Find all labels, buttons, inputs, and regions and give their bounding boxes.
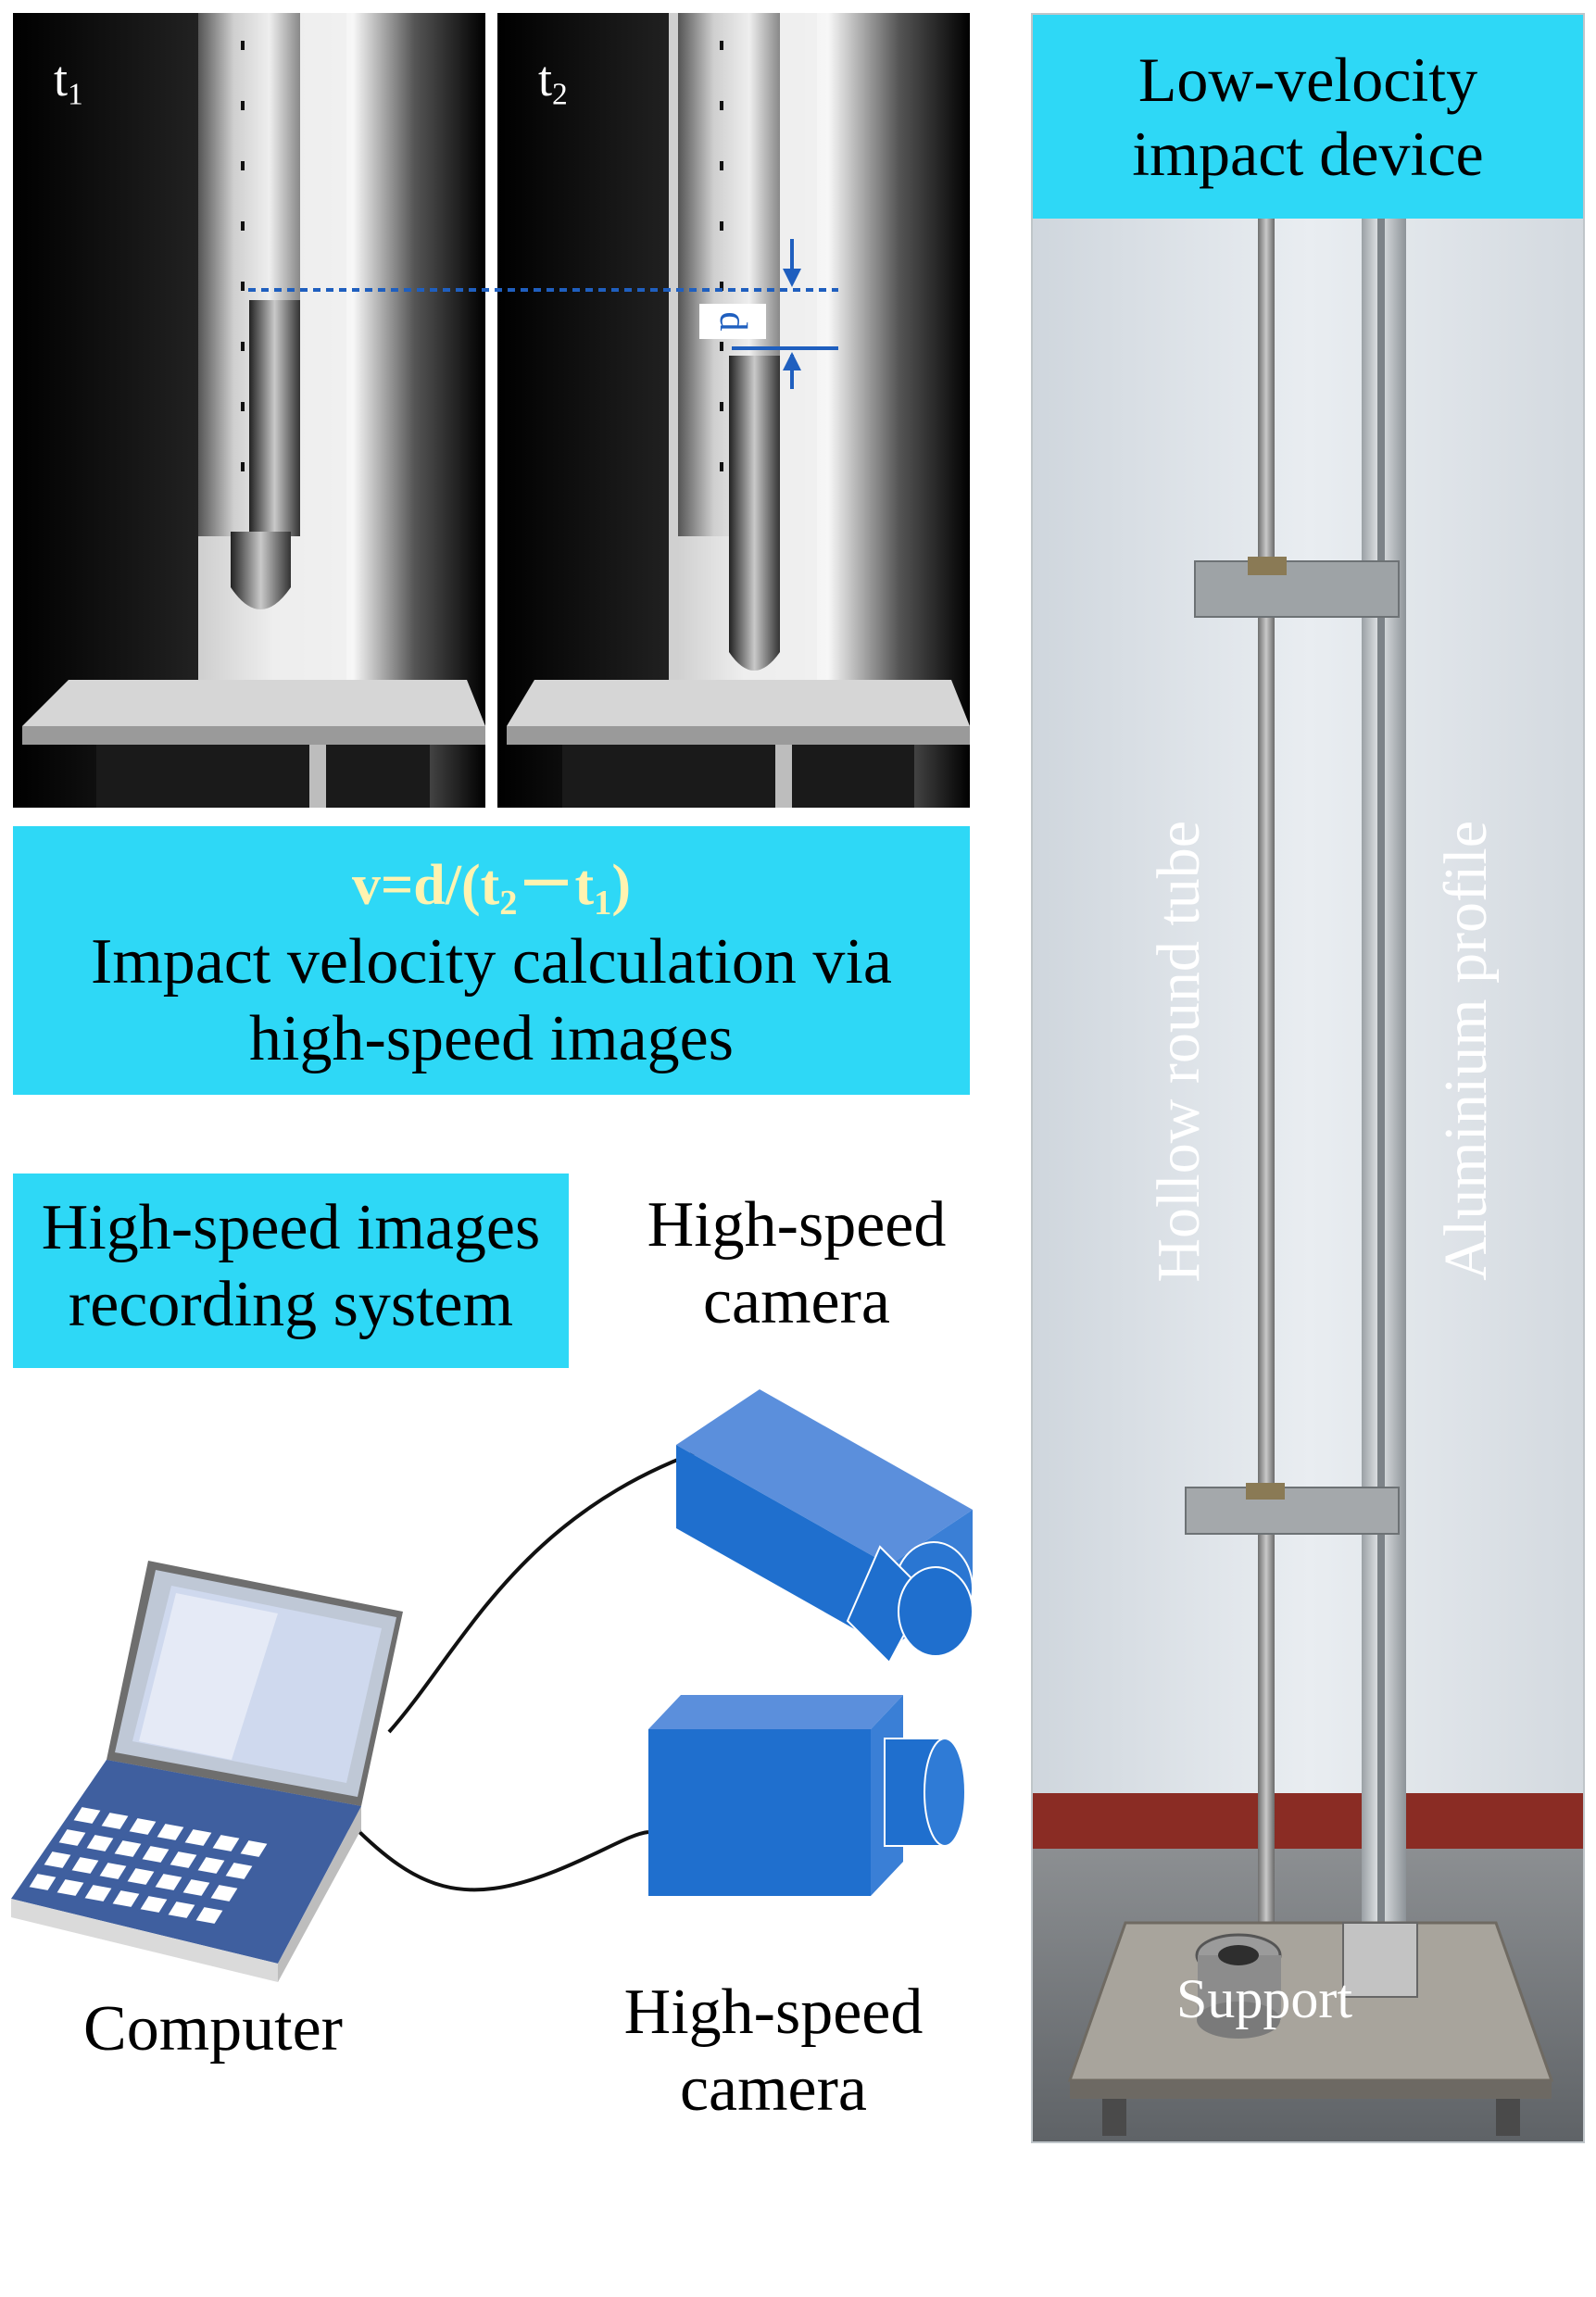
- camera-bottom-label: High-speed camera: [579, 1975, 968, 2128]
- frame-t1-label-sub: 1: [68, 77, 83, 112]
- lower-arrow-head: [783, 352, 801, 370]
- camera-top-label-line-2: camera: [702, 1265, 891, 1337]
- frame-t2-label: t2: [538, 50, 568, 112]
- formula-sub-2: 2: [499, 883, 518, 923]
- formula-sub-1: 1: [594, 883, 612, 923]
- upper-arrow-head: [783, 269, 801, 287]
- distance-label: d: [711, 312, 754, 332]
- velocity-caption-line-2: high-speed images: [249, 1002, 734, 1074]
- velocity-calculation-box: v=d/(t2－t1) Impact velocity calculation …: [13, 826, 970, 1095]
- cable-bottom-camera: [350, 1823, 649, 1892]
- frame-t2-photo: [497, 13, 970, 808]
- impact-device-title-line-1: Low-velocity: [1137, 44, 1478, 115]
- laptop-icon: [11, 1561, 403, 1982]
- recording-system-box: High-speed images recording system: [13, 1174, 569, 1368]
- recording-system-illustration: [11, 1389, 974, 1982]
- recording-system-line-2: recording system: [68, 1268, 514, 1340]
- frame-t1-label: t1: [54, 50, 83, 112]
- impact-device-title-line-2: impact device: [1132, 119, 1484, 190]
- velocity-formula: v=d/(t2－t1): [13, 852, 970, 924]
- formula-lhs: v=d/(t: [351, 854, 500, 917]
- distance-measurement: d: [248, 239, 838, 389]
- camera-bottom-label-line-1: High-speed: [623, 1977, 924, 2048]
- hollow-round-tube-label: Hollow round tube: [1145, 821, 1213, 1283]
- velocity-caption-line-1: Impact velocity calculation via: [91, 926, 892, 998]
- cable-top-camera: [387, 1443, 719, 1734]
- impact-device-title: Low-velocity impact device: [1033, 15, 1583, 219]
- aluminium-profile-label: Aluminium profile: [1432, 821, 1500, 1281]
- impact-device-drawing: [1033, 15, 1583, 2141]
- recording-system-line-1: High-speed images: [41, 1192, 541, 1263]
- formula-minus: －t: [517, 854, 595, 917]
- frame-t1: t1: [13, 13, 485, 808]
- formula-close: ): [611, 854, 632, 917]
- camera-top-icon: [676, 1389, 974, 1664]
- frame-t2-label-main: t: [538, 51, 553, 107]
- computer-label: Computer: [83, 1993, 343, 2065]
- frame-t1-label-main: t: [54, 51, 69, 107]
- camera-bottom-icon: [648, 1695, 966, 1896]
- camera-bottom-label-line-2: camera: [679, 2052, 868, 2125]
- camera-top-label-line-1: High-speed: [647, 1189, 947, 1261]
- camera-top-label: High-speed camera: [602, 1187, 991, 1340]
- support-label: Support: [1176, 1968, 1353, 2029]
- impact-device-photo: Low-velocity impact device Hollow round …: [1031, 13, 1585, 2143]
- distance-label-box: [699, 304, 766, 339]
- frame-t1-photo: [13, 13, 485, 808]
- frame-t2: t2: [497, 13, 970, 808]
- frame-t2-label-sub: 2: [552, 77, 568, 112]
